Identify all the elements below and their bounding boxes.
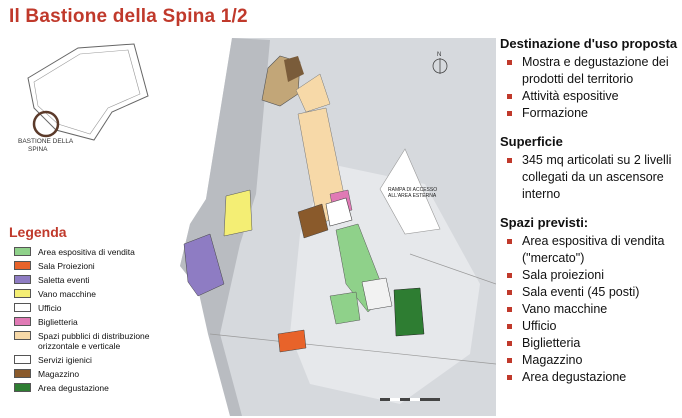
room-vano-macchine [223,189,253,237]
legend-swatch [14,289,31,298]
plan-white-ramp [379,148,441,235]
room-magazzino [297,203,329,239]
legend-label: Vano macchine [38,289,96,299]
legend-label: Servizi igienici [38,355,92,365]
legend-label: Area degustazione [38,383,109,393]
section-list-item: Mostra e degustazione dei prodotti del t… [500,54,680,88]
section-list: 345 mq articolati su 2 livelli collegati… [500,152,680,203]
page-title: Il Bastione della Spina 1/2 [9,6,248,27]
legend-swatch [14,331,31,340]
legend-swatch [14,355,31,364]
inset-label-line1: BASTIONE DELLA [18,138,74,145]
section-title: Superficie [500,134,563,149]
legend-title: Legenda [9,224,67,240]
room-ufficio [325,197,353,227]
legend-item: Servizi igienici [14,355,179,365]
legend-label: Ufficio [38,303,62,313]
inset-label: BASTIONE DELLA SPINA [18,138,78,154]
section-list-item: Sala eventi (45 posti) [500,284,680,301]
legend-item: Saletta eventi [14,275,179,285]
bastion-outline-inner [33,49,141,135]
section-list-item: Area espositiva di vendita ("mercato") [500,233,680,267]
legend-swatch [14,383,31,392]
section-list-item: Area degustazione [500,369,680,386]
legend-swatch [14,369,31,378]
room-area-degustazione [393,287,425,337]
section-title: Destinazione d'uso proposta [500,36,678,51]
scale-bar-segment [390,398,400,401]
section-list-item: Formazione [500,105,680,122]
bastion-outline-shape [27,43,149,141]
legend-item: Biglietteria [14,317,179,327]
bastion-location-circle [32,110,60,138]
section-list-item: Sala proiezioni [500,267,680,284]
legend-label: Spazi pubblici di distribuzione orizzont… [38,331,150,351]
legend-item: Magazzino [14,369,179,379]
scale-bar-segment-2 [410,398,420,401]
legend-swatch [14,275,31,284]
floor-plan-map [180,38,496,416]
legend-label: Saletta eventi [38,275,90,285]
legend-swatch [14,303,31,312]
section-list-item: Vano macchine [500,301,680,318]
section-title: Spazi previsti: [500,215,589,230]
legend-swatch [14,317,31,326]
legend-item: Sala Proiezioni [14,261,179,271]
legend-item: Area espositiva di vendita [14,247,179,257]
section-list-item: Ufficio [500,318,680,335]
plan-road-line-2 [409,253,496,285]
room-corridor-top [295,73,331,113]
legend-item: Area degustazione [14,383,179,393]
room-sala-proiezioni [277,329,307,353]
room-sala-eventi-green [329,291,361,325]
section-list-item: Biglietteria [500,335,680,352]
room-saletta-eventi [183,233,225,297]
section-list-item: 345 mq articolati su 2 livelli collegati… [500,152,680,203]
legend-label: Area espositiva di vendita [38,247,135,257]
ramp-label-line2: ALL'AREA ESTERNA [388,193,437,199]
legend-label: Sala Proiezioni [38,261,95,271]
legend-swatch [14,261,31,270]
inset-label-line2: SPINA [28,146,48,153]
section-list: Mostra e degustazione dei prodotti del t… [500,54,680,122]
room-servizi-igienici [361,277,393,311]
legend-item: Ufficio [14,303,179,313]
north-label: N [437,52,442,58]
section-list: Area espositiva di vendita ("mercato")Sa… [500,233,680,386]
ramp-label-line1: RAMPA DI ACCESSO [388,187,438,193]
legend-item: Spazi pubblici di distribuzione orizzont… [14,331,179,351]
bastion-outline-diagram [27,43,149,141]
legend-label: Biglietteria [38,317,78,327]
section-list-item: Magazzino [500,352,680,369]
legend-label: Magazzino [38,369,80,379]
legend-item: Vano macchine [14,289,179,299]
room-entrance-dark [284,56,304,82]
ramp-label: RAMPA DI ACCESSO ALL'AREA ESTERNA [388,187,438,199]
section-list-item: Attività espositive [500,88,680,105]
legend-swatch [14,247,31,256]
plan-road-line [209,333,496,365]
